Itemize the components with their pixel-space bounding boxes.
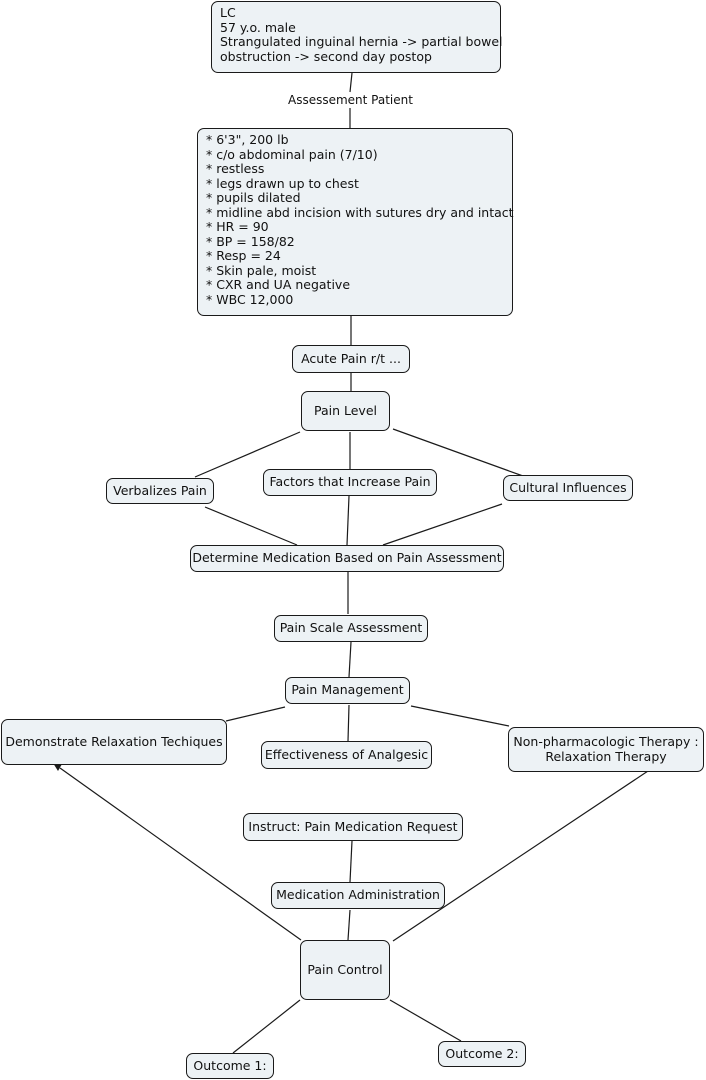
assessment-line-12: * WBC 12,000: [206, 291, 294, 307]
edge-painmgmt-effectiveness: [347, 704, 350, 742]
instruct-pain-med-request-node[interactable]: Instruct: Pain Medication Request: [243, 813, 463, 841]
edge-lc-assessment-top: [349, 72, 353, 93]
patient-info-line-4: obstruction -> second day postop: [220, 48, 432, 64]
assessment-line-3: * restless: [206, 161, 265, 176]
patient-info-line-3: Strangulated inguinal hernia -> partial …: [220, 34, 503, 49]
nonpharmacologic-therapy-node[interactable]: Non-pharmacologic Therapy : Relaxation T…: [508, 727, 704, 772]
edge-painlevel-cultural: [392, 428, 524, 477]
edge-painmgmt-relaxation: [225, 706, 286, 722]
outcome-2-node[interactable]: Outcome 2:: [438, 1041, 526, 1067]
pain-management-node[interactable]: Pain Management: [285, 677, 410, 704]
nonpharm-line-2: Relaxation Therapy: [545, 748, 667, 764]
patient-info-line-1: LC: [220, 5, 236, 20]
assessment-line-6: * midline abd incision with sutures dry …: [206, 204, 514, 220]
verbalizes-pain-node[interactable]: Verbalizes Pain: [106, 478, 214, 504]
assessment-line-4: * legs drawn up to chest: [206, 175, 359, 191]
edge-paincontrol-relaxation: [59, 767, 302, 941]
effectiveness-analgesic-node[interactable]: Effectiveness of Analgesic: [261, 741, 432, 769]
edge-painlevel-verbalizes: [194, 431, 301, 478]
edge-verbalizes-determine: [204, 506, 298, 546]
edge-label-assessment: Assessement Patient: [286, 93, 415, 107]
assessment-line-11: * CXR and UA negative: [206, 277, 351, 292]
edge-paincontrol-nonpharm: [392, 770, 649, 942]
pain-scale-assessment-node[interactable]: Pain Scale Assessment: [274, 615, 428, 642]
pain-control-node[interactable]: Pain Control: [300, 940, 390, 1000]
assessment-line-9: * Resp = 24: [206, 248, 281, 263]
edge-medadmin-paincontrol: [347, 909, 351, 941]
assessment-node[interactable]: * 6'3", 200 lb * c/o abdominal pain (7/1…: [197, 128, 514, 316]
assessment-line-10: * Skin pale, moist: [206, 262, 317, 278]
edge-cultural-determine: [382, 503, 503, 546]
edge-instruct-medadmin: [349, 840, 353, 883]
cultural-influences-node[interactable]: Cultural Influences: [503, 475, 633, 501]
pain-level-node[interactable]: Pain Level: [301, 391, 390, 431]
edge-paincontrol-outcome1: [232, 999, 301, 1054]
nonpharm-line-1: Non-pharmacologic Therapy :: [513, 734, 699, 749]
assessment-line-7: * HR = 90: [206, 219, 269, 234]
outcome-1-node[interactable]: Outcome 1:: [186, 1053, 274, 1079]
assessment-line-8: * BP = 158/82: [206, 233, 295, 249]
patient-info-node[interactable]: LC 57 y.o. male Strangulated inguinal he…: [211, 1, 503, 73]
arrowhead-relaxation: [53, 763, 62, 771]
edge-paincontrol-outcome2: [389, 999, 462, 1042]
edge-painmgmt-nonpharm: [410, 705, 510, 727]
patient-info-line-2: 57 y.o. male: [220, 19, 296, 35]
assessment-line-2: * c/o abdominal pain (7/10): [206, 146, 378, 162]
factors-increase-pain-node[interactable]: Factors that Increase Pain: [263, 469, 437, 496]
assessment-line-1: * 6'3", 200 lb: [206, 132, 289, 147]
determine-medication-node[interactable]: Determine Medication Based on Pain Asses…: [190, 545, 504, 572]
relaxation-techniques-node[interactable]: Demonstrate Relaxation Techiques: [1, 719, 227, 765]
acute-pain-node[interactable]: Acute Pain r/t ...: [292, 345, 410, 373]
edge-factors-determine: [346, 495, 350, 546]
edge-painscale-painmgmt: [348, 641, 352, 678]
medication-administration-node[interactable]: Medication Administration: [271, 882, 445, 909]
assessment-line-5: * pupils dilated: [206, 190, 301, 205]
